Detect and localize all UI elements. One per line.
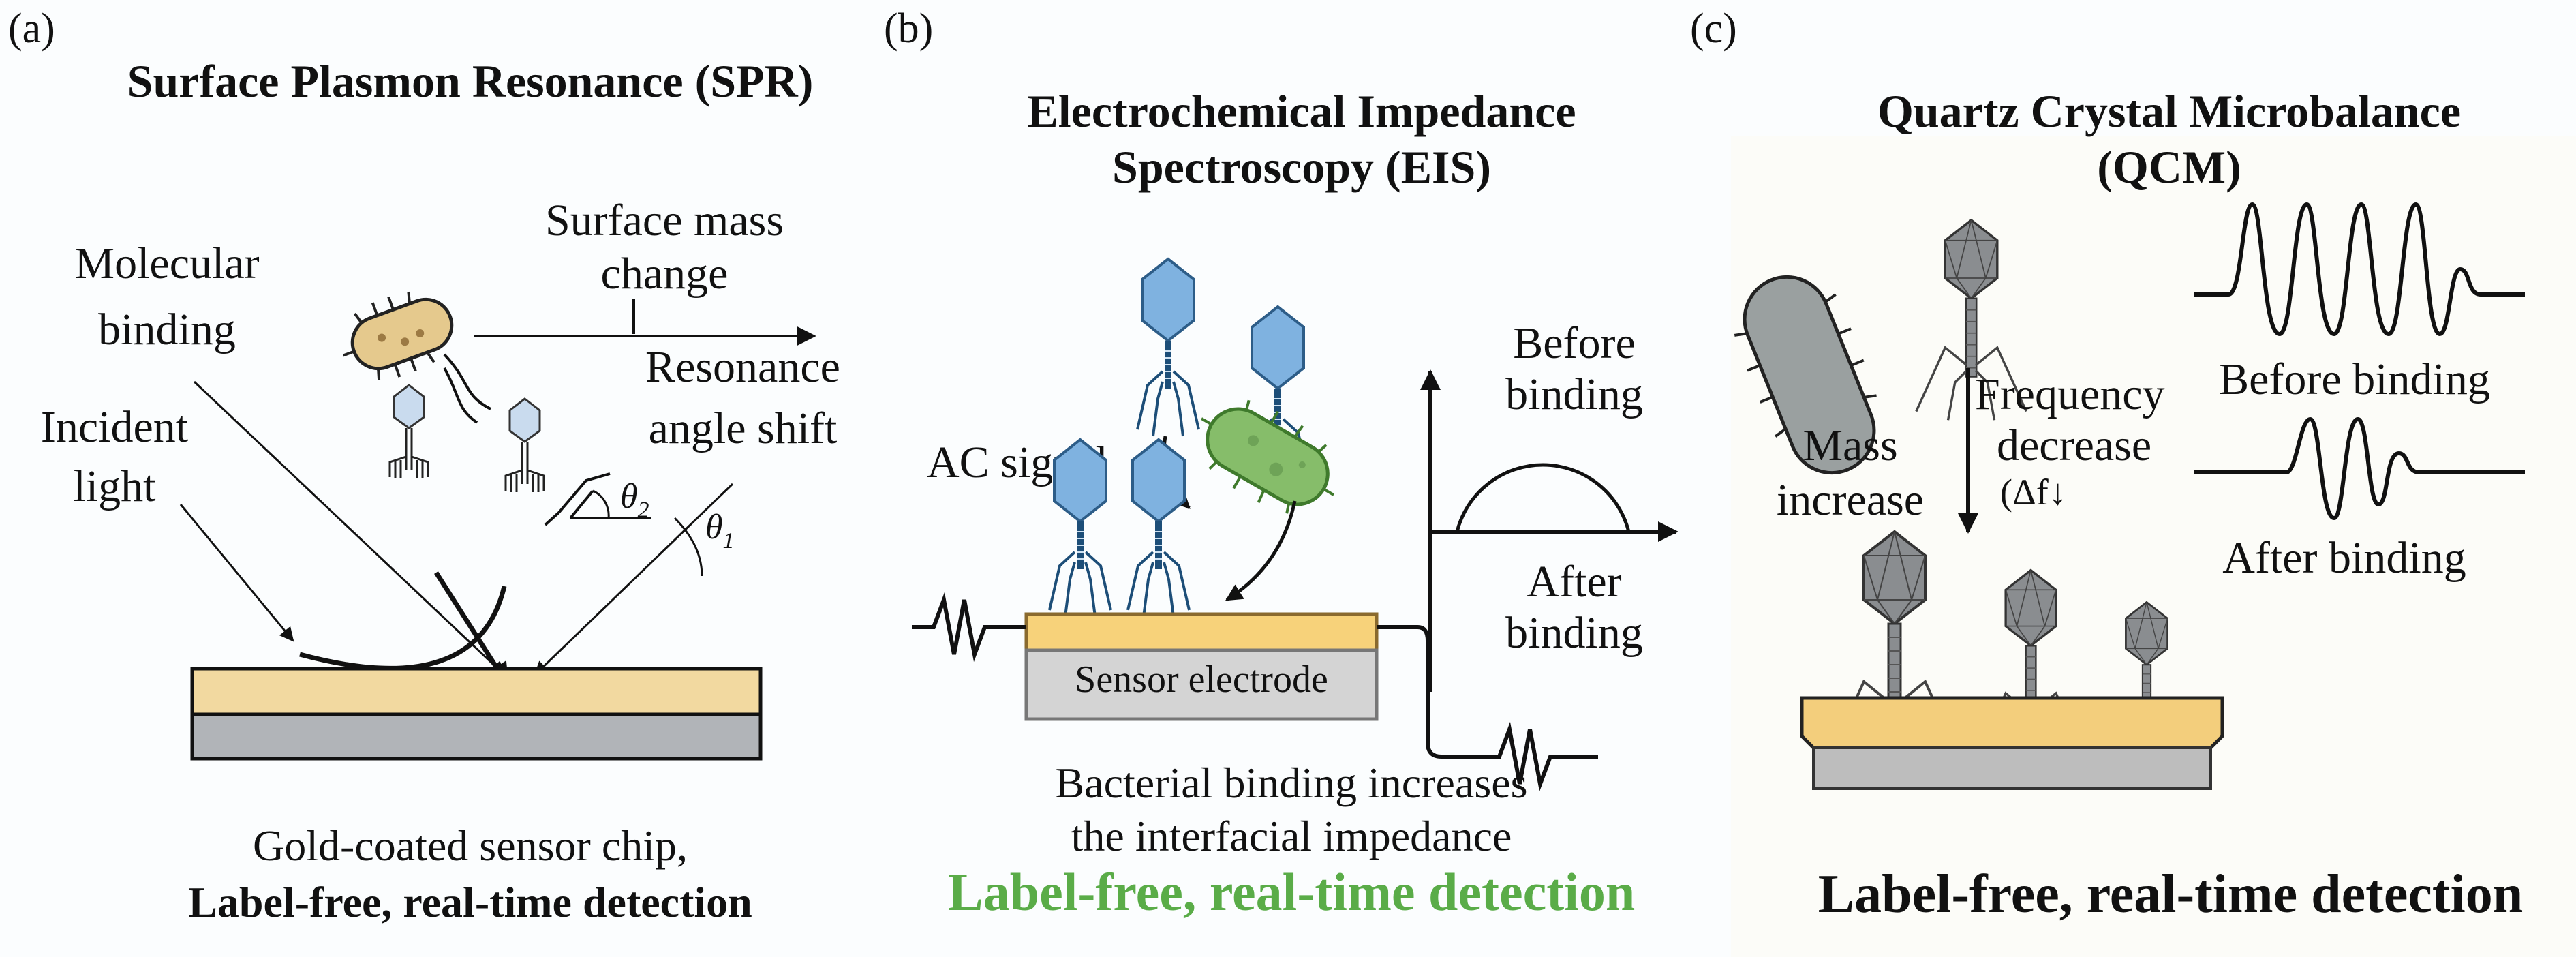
panel-label-c: (c) xyxy=(1690,5,1737,52)
panel-a: (a) Surface Plasmon Resonance (SPR) Surf… xyxy=(8,5,840,926)
sensor-electrode xyxy=(1024,648,1379,721)
label-surface-mass-change: Surface mass xyxy=(545,196,784,245)
panel-c: (c) Quartz Crystal Microbalance (QCM) Fr… xyxy=(1690,5,2576,957)
phage-icon xyxy=(504,397,545,493)
quartz-crystal xyxy=(1812,746,2212,790)
panel-c-background xyxy=(1731,136,2576,957)
label-surface-mass-change-2: change xyxy=(601,249,729,299)
angle-arc-theta1 xyxy=(673,517,703,577)
panel-title-eis: Electrochemical Impedance xyxy=(1027,85,1576,137)
label-after-binding-2: binding xyxy=(1505,608,1643,658)
label-before-binding: Before binding xyxy=(2219,354,2490,404)
caption-eis-green: Label-free, real-time detection xyxy=(948,862,1636,922)
theta1-label: θ1 xyxy=(705,508,735,553)
resistor-right-icon xyxy=(1377,625,1598,792)
panel-title-qcm-2: (QCM) xyxy=(2097,141,2241,193)
label-sensor-electrode: Sensor electrode xyxy=(1075,658,1328,701)
label-after-binding: After xyxy=(1527,557,1621,607)
binding-arrow xyxy=(1225,500,1297,602)
incident-light-ray xyxy=(193,380,506,676)
phage-icon xyxy=(1128,440,1189,617)
label-resonance-angle-shift-2: angle shift xyxy=(649,404,838,453)
gold-layer xyxy=(190,667,763,716)
label-molecular-binding-2: binding xyxy=(98,305,236,354)
panel-label-a: (a) xyxy=(8,5,55,52)
binding-arrow xyxy=(434,571,510,687)
label-delta-f: (Δf↓ xyxy=(2000,472,2067,513)
flagella xyxy=(443,353,491,424)
impedance-semicircle xyxy=(1455,463,1631,532)
label-before-binding-2: binding xyxy=(1505,369,1643,419)
caption-eis-2: the interfacial impedance xyxy=(1071,812,1512,860)
bacterium-icon xyxy=(342,291,454,380)
gold-layer xyxy=(1024,612,1379,652)
gold-layer xyxy=(1800,696,2224,750)
caption-spr-bold: Label-free, real-time detection xyxy=(188,878,752,926)
label-resonance-angle-shift: Resonance xyxy=(645,342,840,392)
bacterium-icon xyxy=(1201,399,1334,514)
angle-arc-theta2 xyxy=(592,489,610,519)
label-after-binding: After binding xyxy=(2222,533,2466,583)
phage-icon xyxy=(1049,440,1111,617)
curved-arrow xyxy=(299,586,507,671)
caption-eis: Bacterial binding increases xyxy=(1055,759,1527,807)
phage-icon xyxy=(388,384,429,480)
phage-icon xyxy=(1137,259,1199,436)
panel-title-qcm: Quartz Crystal Microbalance xyxy=(1877,85,2461,137)
label-mass: Mass xyxy=(1803,421,1897,470)
bacterium-icon xyxy=(1734,275,1877,475)
substrate-layer xyxy=(190,712,763,761)
label-frequency: Frequency xyxy=(1975,369,2165,419)
label-incident-light-2: light xyxy=(73,461,155,511)
label-molecular-binding: Molecular xyxy=(74,239,259,288)
label-incident-light: Incident xyxy=(41,402,188,452)
reflected-light-ray xyxy=(534,483,734,676)
label-mass-increase: increase xyxy=(1777,475,1924,525)
theta2-label: θ2 xyxy=(620,477,649,523)
label-before-binding: Before xyxy=(1513,318,1636,368)
resistor-left-icon xyxy=(912,592,1026,663)
panel-title-spr: Surface Plasmon Resonance (SPR) xyxy=(127,55,814,107)
panel-title-eis-2: Spectroscopy (EIS) xyxy=(1112,141,1491,193)
angle-line xyxy=(557,472,611,514)
label-frequency-decrease: decrease xyxy=(1997,421,2151,470)
wave-after-binding xyxy=(2194,416,2525,521)
panel-b: (b) Electrochemical Impedance Spectrosco… xyxy=(884,5,1678,922)
caption-qcm: Label-free, real-time detection xyxy=(1818,864,2523,924)
incident-light-pointer xyxy=(179,504,294,642)
caption-spr: Gold-coated sensor chip, xyxy=(253,821,688,870)
panel-label-b: (b) xyxy=(884,5,933,52)
wave-before-binding xyxy=(2194,202,2525,337)
